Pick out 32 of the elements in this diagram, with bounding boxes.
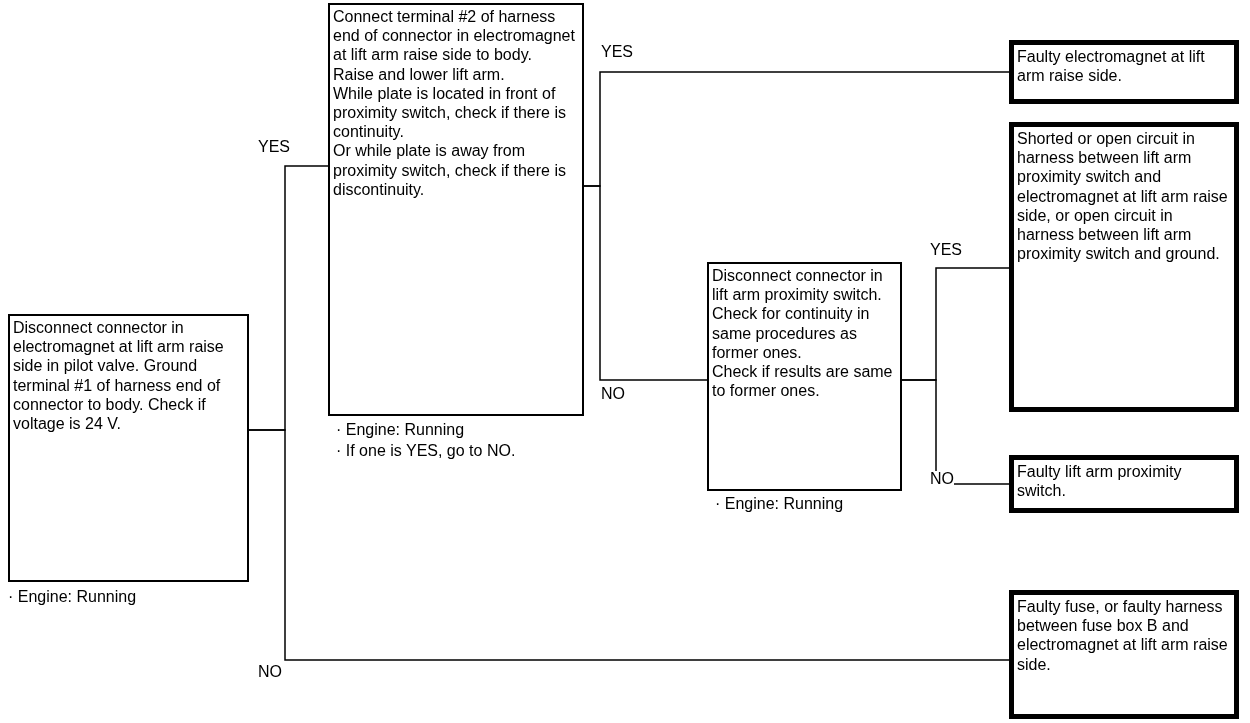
step-text: Check for continuity in same procedures as former ones. (712, 304, 871, 362)
connector-line (901, 379, 1010, 485)
condition-note: · If one is YES, go to NO. (336, 441, 516, 461)
step-text: Faulty electromagnet at lift arm raise side. (1017, 47, 1206, 86)
connector-line (583, 185, 708, 381)
step-text: While plate is located in front of proximity switch, check if there is continuity. (333, 83, 567, 142)
step-text: Shorted or open circuit in harness between lift arm proximity switch and electromagnet at lift arm raise side, or open circuit in harness between lift arm proximity switch and ground. (1017, 129, 1229, 264)
step-text: Disconnect connector in lift arm proximity switch. (712, 266, 884, 305)
check-box (328, 3, 584, 416)
edge-label: NO (930, 471, 954, 487)
condition-note: · Engine: Running (336, 420, 465, 440)
step-text: Disconnect connector in electromagnet at lift arm raise side in pilot valve. Ground terminal #1 of harness end of connector to body. Check if voltage is 24 V. (13, 318, 225, 434)
step-text: Faulty lift arm proximity switch. (1017, 462, 1183, 501)
edge-label: YES (930, 242, 962, 258)
edge-label: NO (601, 386, 625, 402)
edge-label: YES (601, 44, 633, 60)
step-text: Raise and lower lift arm. (333, 64, 506, 84)
check-box (707, 262, 902, 491)
condition-note: · Engine: Running (715, 494, 844, 514)
connector-line (248, 429, 1010, 661)
result-box (1009, 40, 1239, 104)
result-box (1009, 590, 1239, 719)
result-box (1009, 455, 1239, 513)
edge-label: YES (258, 139, 290, 155)
step-text: Connect terminal #2 of harness end of connector in electromagnet at lift arm raise side to body. (333, 7, 576, 65)
step-text: Faulty fuse, or faulty harness between fuse box B and electromagnet at lift arm raise side. (1017, 597, 1229, 674)
result-box (1009, 122, 1239, 412)
step-text: Check if results are same to former ones. (712, 361, 894, 401)
check-box (8, 314, 249, 582)
condition-note: · Engine: Running (8, 587, 137, 607)
edge-label: NO (258, 664, 282, 680)
step-text: Or while plate is away from proximity switch, check if there is discontinuity. (333, 141, 567, 199)
